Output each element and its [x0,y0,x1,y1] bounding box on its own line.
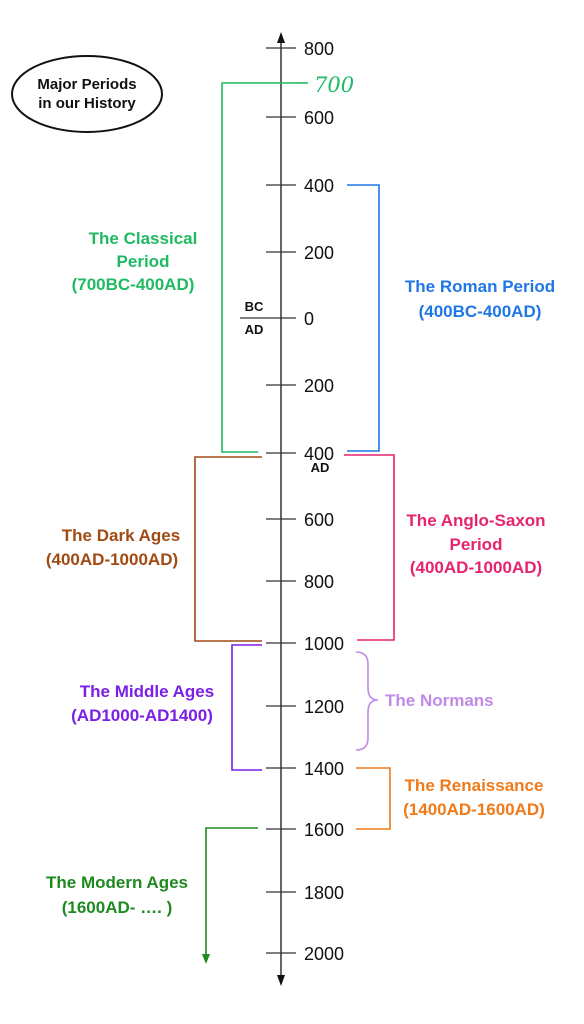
modern-bracket [205,827,258,956]
tick-label: 400 [304,444,334,464]
classical-label-2: Period [117,252,170,271]
classical-label-1: The Classical [89,229,198,248]
anglo-saxon-label-2: Period [450,535,503,554]
tick-label: 1000 [304,634,344,654]
title-line-2: in our History [38,95,136,112]
tick-label: 200 [304,376,334,396]
tick-label: 800 [304,572,334,592]
roman-label-2: (400BC-400AD) [419,302,542,321]
tick-label: 400 [304,176,334,196]
anglo-saxon-label-1: The Anglo-Saxon [406,511,545,530]
normans-label: The Normans [385,691,494,710]
modern-arrow-head [202,954,210,964]
marker-700: 700 [314,73,354,97]
roman-label-1: The Roman Period [405,277,555,296]
anglo-saxon-bracket [344,454,395,641]
modern-label-1: The Modern Ages [46,873,188,892]
middle-ages-label-2: (AD1000-AD1400) [71,706,213,725]
tick-label: 600 [304,510,334,530]
tick-label: 1600 [304,820,344,840]
renaissance-label-1: The Renaissance [405,776,544,795]
normans-brace [355,651,379,751]
classical-bracket [221,82,296,453]
dark-ages-label-1: The Dark Ages [62,526,180,545]
classical-label-3: (700BC-400AD) [72,275,195,294]
dark-ages-bracket [194,456,262,642]
renaissance-label-2: (1400AD-1600AD) [403,800,545,819]
title-ellipse [11,55,163,133]
tick-label: 800 [304,39,334,59]
tick-label: 1200 [304,697,344,717]
axis-arrow-up [277,32,285,43]
bc-label: BC [245,299,264,314]
dark-ages-label-2: (400AD-1000AD) [46,550,178,569]
tick-label: 2000 [304,944,344,964]
axis-arrow-down [277,975,285,986]
roman-bracket [347,184,380,452]
middle-ages-bracket [231,644,262,771]
tick-label: 600 [304,108,334,128]
tick-label: 1400 [304,759,344,779]
title-line-1: Major Periods [37,76,136,93]
ad-label: AD [245,322,264,337]
middle-ages-label-1: The Middle Ages [80,682,214,701]
tick-label: 0 [304,309,314,329]
axis-ticks: 800 600 400 200 0 200 400 600 800 1000 1… [240,39,344,964]
renaissance-bracket [356,767,391,830]
anglo-saxon-label-3: (400AD-1000AD) [410,558,542,577]
tick-label: 200 [304,243,334,263]
modern-label-2: (1600AD- …. ) [62,898,173,917]
ad-400-label: AD [311,460,330,475]
tick-label: 1800 [304,883,344,903]
